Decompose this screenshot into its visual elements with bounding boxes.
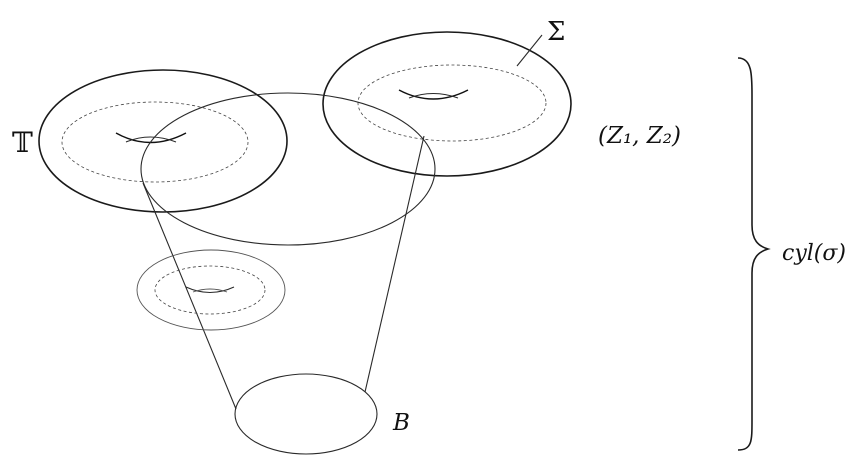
torus-t-hole-upper: [125, 136, 177, 143]
torus-sigma-hole-upper: [408, 92, 459, 99]
right-brace: [737, 57, 771, 451]
cone-line-left: [142, 182, 237, 410]
torus-t: [38, 69, 288, 213]
torus-sigma-outer: [322, 31, 572, 177]
middle-ellipse: [140, 92, 436, 246]
label-sigma: Σ: [547, 17, 565, 47]
torus-t-core: [61, 101, 249, 183]
torus-sigma: [322, 31, 572, 177]
small-torus-core: [154, 265, 266, 315]
label-base-b: B: [392, 410, 410, 436]
label-cyl-sigma: cyl(σ): [782, 241, 846, 266]
torus-sigma-hole-lower: [398, 89, 469, 100]
cone-line-right: [364, 135, 425, 393]
small-torus-hole-upper: [192, 288, 228, 293]
torus-t-outer: [38, 69, 288, 213]
sigma-leader-line: [516, 34, 543, 67]
small-torus: [136, 249, 286, 331]
base-ellipse: [234, 373, 378, 455]
small-torus-hole-lower: [185, 286, 235, 294]
label-z-pair: (Z₁, Z₂): [598, 123, 681, 149]
label-torus-t: 𝕋: [12, 126, 33, 159]
torus-sigma-core: [357, 64, 547, 142]
small-torus-outer: [136, 249, 286, 331]
